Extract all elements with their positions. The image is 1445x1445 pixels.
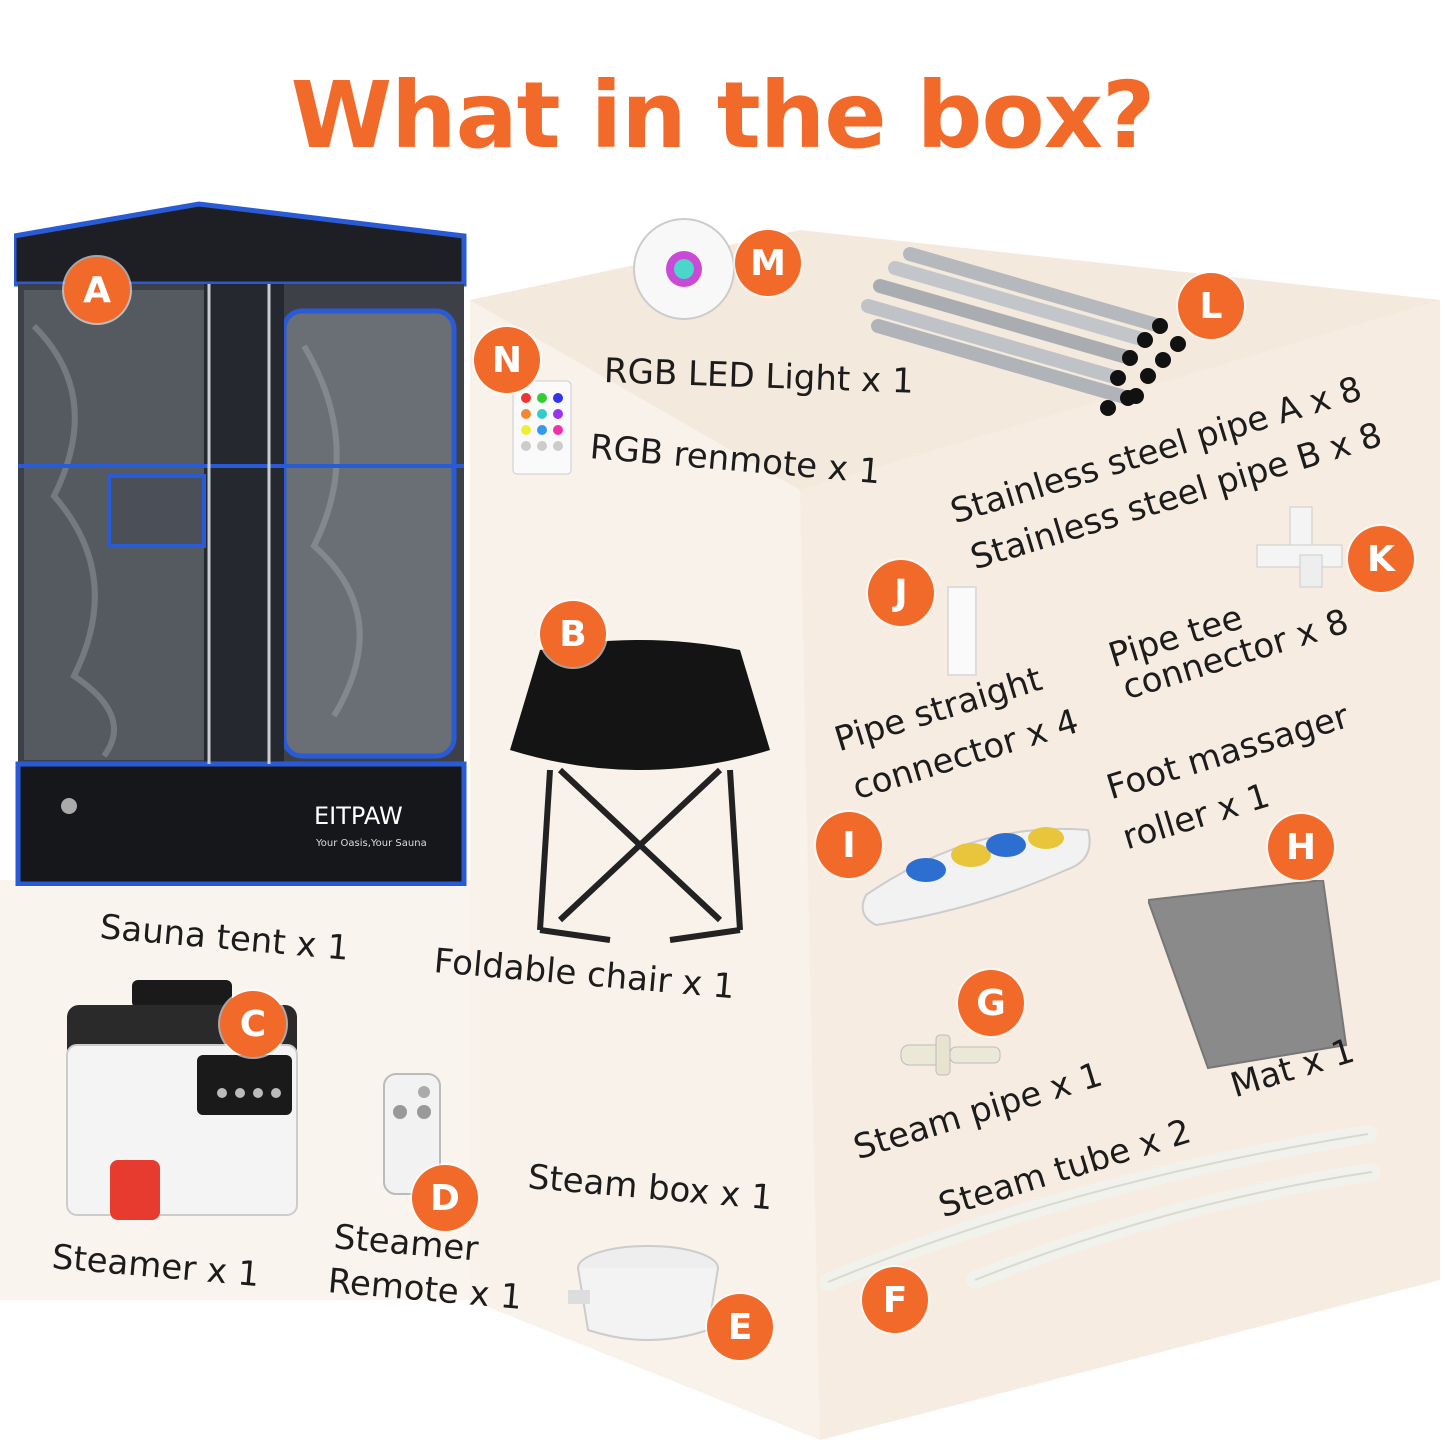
tube-icon: [819, 1125, 1381, 1291]
mat: [1146, 878, 1348, 1070]
label-steam-box: Steam box x 1: [526, 1157, 775, 1219]
chair: [500, 630, 780, 950]
badge-i: I: [816, 812, 882, 878]
badge-n: N: [474, 327, 540, 393]
steam-box-icon: [568, 1245, 719, 1341]
badge-m: M: [735, 230, 801, 296]
label-steamer-remote-2: Remote x 1: [326, 1261, 524, 1318]
foot-roller-icon: [861, 827, 1091, 927]
page-title: What in the box?: [290, 62, 1156, 169]
badge-k: K: [1348, 526, 1414, 592]
badge-d: D: [412, 1165, 478, 1231]
steel-pipes-icon: [861, 247, 1186, 416]
label-foldable-chair: Foldable chair x 1: [432, 941, 737, 1008]
led-light-icon: [633, 218, 735, 320]
tee-connector: [1255, 505, 1345, 590]
steam-box: [568, 1240, 723, 1345]
label-sauna-tent: Sauna tent x 1: [98, 907, 351, 969]
badge-c: C: [220, 991, 286, 1057]
steamer-remote: [382, 1072, 442, 1197]
label-steamer: Steamer x 1: [50, 1237, 262, 1296]
mat-icon: [1146, 878, 1348, 1070]
badge-l: L: [1178, 273, 1244, 339]
rgb-remote-icon: [512, 380, 572, 475]
tee-connector-icon: [1256, 506, 1343, 588]
badge-j: J: [868, 560, 934, 626]
label-rgb-led-light: RGB LED Light x 1: [603, 351, 915, 402]
sauna-tent: EITPAW Your Oasis,Your Sauna: [11, 196, 474, 887]
straight-connector: [946, 585, 978, 677]
badge-f: F: [862, 1267, 928, 1333]
steel-pipes: [860, 246, 1220, 426]
rgb-remote: [512, 380, 572, 475]
chair-icon: [510, 640, 770, 943]
tent-tagline: Your Oasis,Your Sauna: [315, 838, 427, 849]
steam-tubes: [819, 1122, 1381, 1302]
sauna-tent-icon: EITPAW Your Oasis,Your Sauna: [11, 201, 467, 887]
straight-connector-icon: [947, 586, 977, 676]
tent-brand: EITPAW: [314, 802, 403, 830]
foot-massager: [856, 800, 1096, 930]
steam-pipe-icon: [900, 1034, 1001, 1076]
badge-g: G: [958, 970, 1024, 1036]
badge-h: H: [1268, 814, 1334, 880]
remote-icon: [383, 1073, 441, 1195]
steamer: [62, 975, 312, 1225]
steam-pipe: [896, 1025, 1006, 1085]
badge-e: E: [707, 1294, 773, 1360]
label-rgb-remote: RGB renmote x 1: [588, 427, 883, 493]
steamer-icon: [66, 980, 298, 1220]
badge-a: A: [64, 257, 130, 323]
led-light: [630, 215, 738, 323]
badge-b: B: [540, 601, 606, 667]
